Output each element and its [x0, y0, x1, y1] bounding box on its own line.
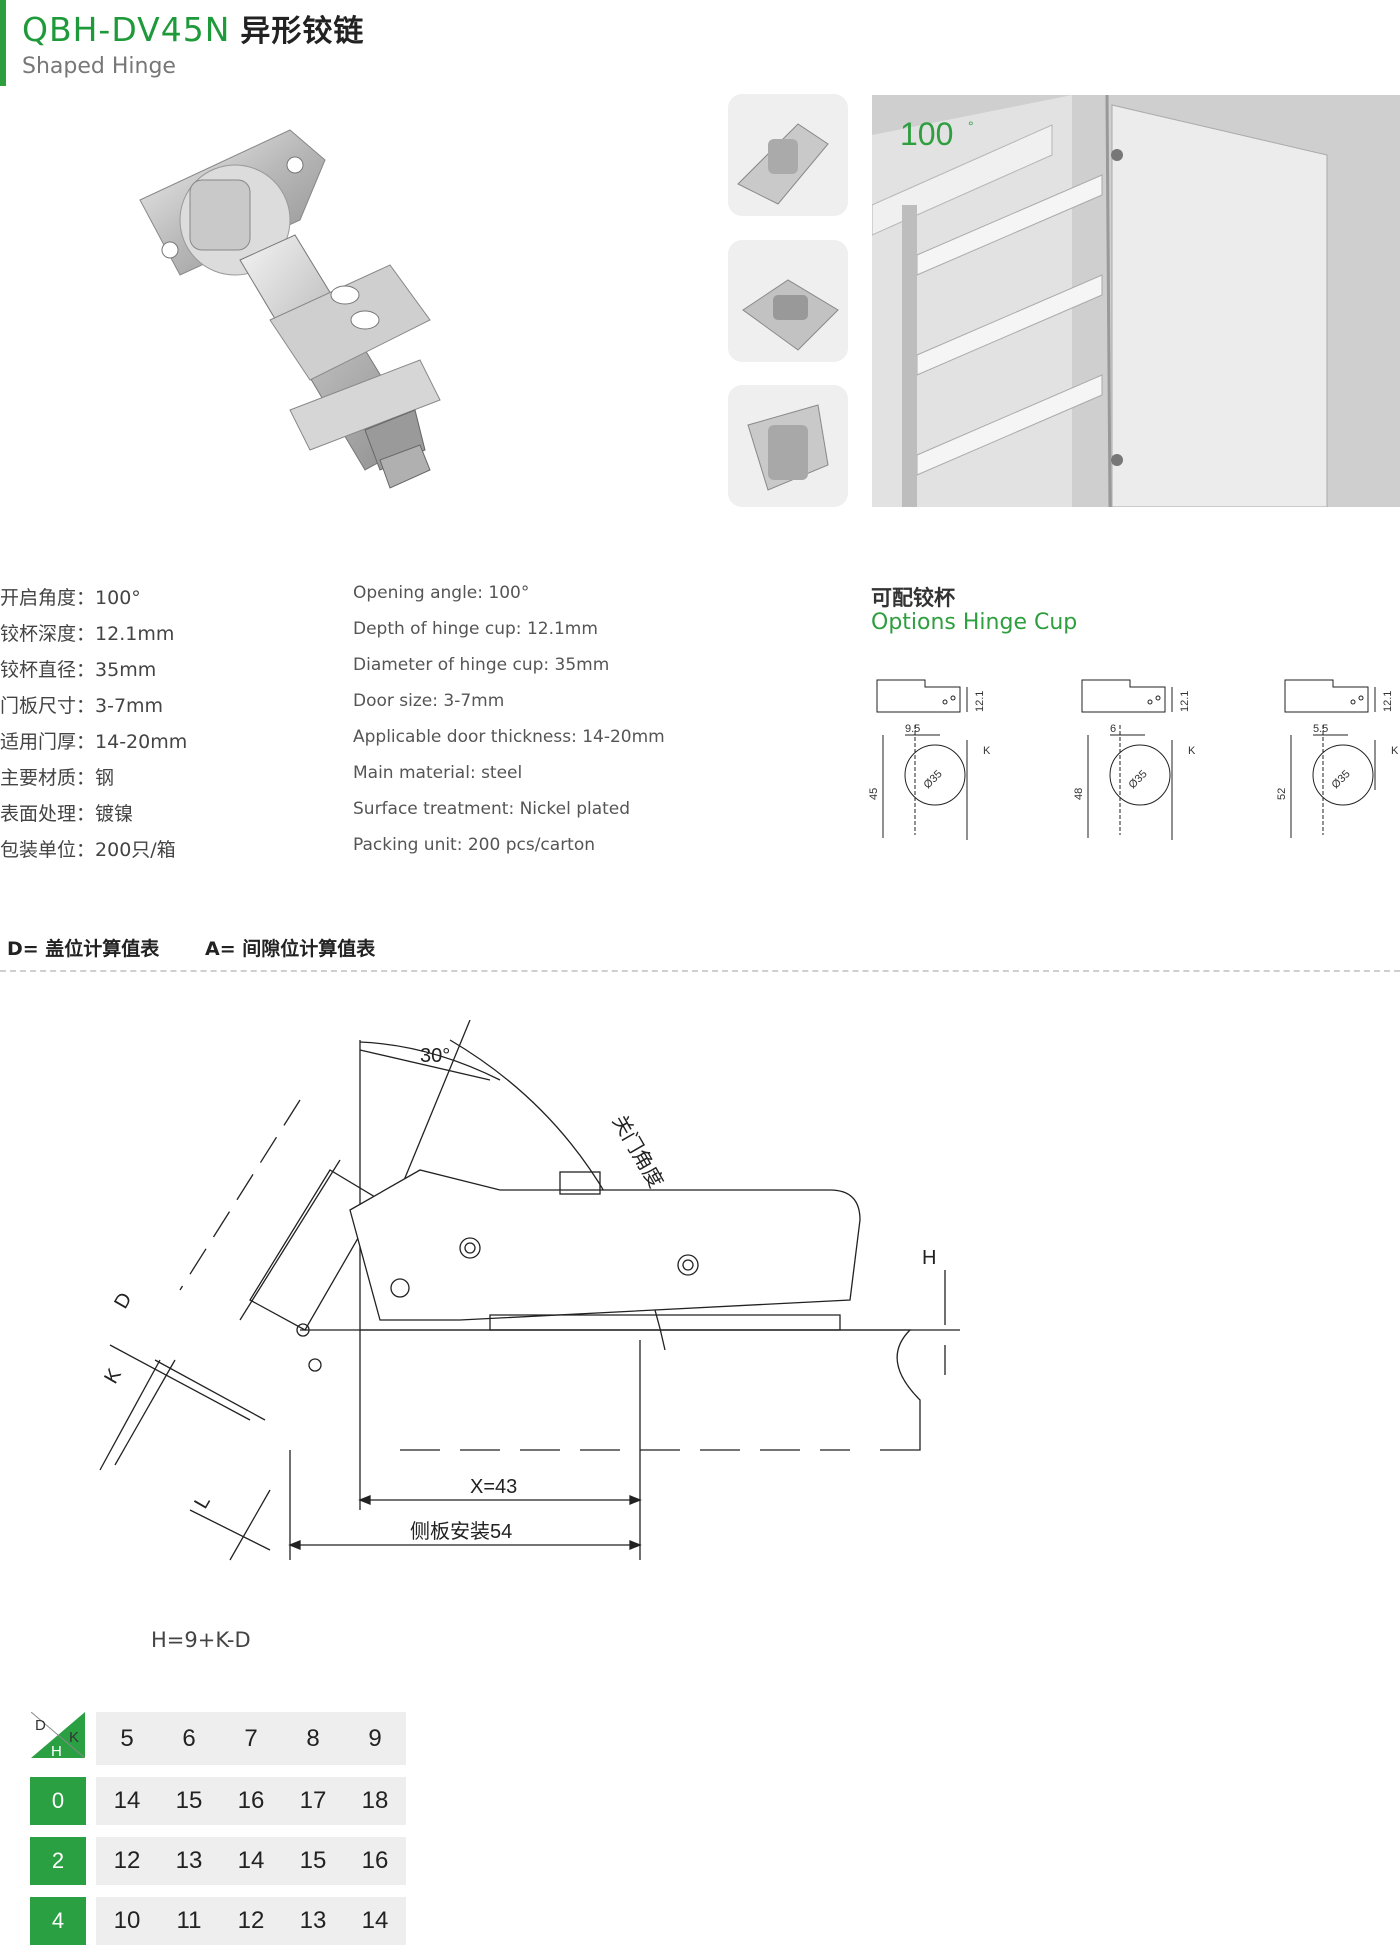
- table-corner-cell: D K H: [30, 1711, 86, 1765]
- table-cell: 14: [96, 1777, 158, 1825]
- opening-angle-overlay: 100: [900, 116, 953, 152]
- drawing-closing-angle-label: 关门角度: [608, 1111, 668, 1192]
- d-row-header: 4: [30, 1897, 86, 1945]
- table-cell: 18: [344, 1777, 406, 1825]
- page-title: QBH-DV45N 异形铰链: [22, 6, 364, 50]
- corner-d-label: D: [35, 1717, 46, 1734]
- cup2-offset-label: 6: [1110, 723, 1116, 735]
- spec-en-6: Surface treatment: Nickel plated: [353, 799, 631, 819]
- d-table-label: D= 盖位计算值表: [7, 938, 160, 960]
- spec-cn-6: 表面处理：镀镍: [0, 803, 134, 825]
- hinge-cup-1: 12.1 9.5 Ø35 45 K: [868, 679, 991, 840]
- cup1-height-label: 45: [868, 788, 880, 800]
- title-accent-bar: [0, 0, 6, 86]
- drawing-l-label: L: [190, 1492, 215, 1513]
- cup3-offset-label: 5.5: [1313, 723, 1328, 735]
- spec-cn-2: 铰杯直径：35mm: [0, 659, 157, 681]
- hinge-thumbnail-1: [728, 94, 848, 216]
- table-cell: 12: [96, 1837, 158, 1885]
- product-name-en: Shaped Hinge: [22, 54, 176, 79]
- table-row: 0 14 15 16 17 18: [30, 1777, 406, 1825]
- hinge-cup-2: 12.1 6 Ø35 48 K: [1073, 679, 1196, 840]
- cup-section-title-en: Options Hinge Cup: [871, 610, 1078, 635]
- cup2-height-label: 48: [1073, 788, 1085, 800]
- cup2-k-label: K: [1188, 745, 1196, 757]
- drawing-side-dimension: 侧板安装54: [410, 1520, 512, 1543]
- hinge-cup-diagrams: 12.1 9.5 Ø35 45 K 12.1 6 Ø35 48 K: [868, 679, 1399, 840]
- k-header-cell: 6: [158, 1712, 220, 1765]
- drawing-d-label: D: [110, 1289, 136, 1313]
- degree-mark: °: [968, 118, 974, 134]
- cup3-k-label: K: [1391, 745, 1399, 757]
- spec-en-5: Main material: steel: [353, 763, 523, 783]
- corner-k-label: K: [69, 1729, 79, 1746]
- spec-cn-1: 铰杯深度：12.1mm: [0, 623, 175, 645]
- k-header-cell: 7: [220, 1712, 282, 1765]
- table-cell: 16: [344, 1837, 406, 1885]
- calc-table: D K H 5 6 7 8 9 0 14 15 16 17 18 2 12 13…: [30, 1700, 406, 1957]
- cup3-diameter-label: Ø35: [1330, 768, 1353, 791]
- spec-en-0: Opening angle: 100°: [353, 583, 530, 603]
- k-header-cell: 5: [96, 1712, 158, 1765]
- cup1-offset-label: 9.5: [905, 723, 920, 735]
- spec-en-2: Diameter of hinge cup: 35mm: [353, 655, 610, 675]
- k-header-cell: 9: [344, 1712, 406, 1765]
- d-row-header: 0: [30, 1777, 86, 1825]
- section-divider: [0, 970, 1400, 972]
- spec-cn-0: 开启角度：100°: [0, 587, 141, 609]
- cup-section-title-cn: 可配铰杯: [871, 586, 955, 610]
- table-cell: 13: [158, 1837, 220, 1885]
- table-row: 4 10 11 12 13 14: [30, 1897, 406, 1945]
- table-header-row: D K H 5 6 7 8 9: [30, 1711, 406, 1765]
- table-cell: 14: [344, 1897, 406, 1945]
- cup1-diameter-label: Ø35: [922, 768, 945, 791]
- hinge-thumbnail-2: [728, 240, 848, 362]
- cup3-depth-label: 12.1: [1382, 691, 1394, 712]
- table-cell: 10: [96, 1897, 158, 1945]
- table-cell: 13: [282, 1897, 344, 1945]
- table-cell: 16: [220, 1777, 282, 1825]
- hinge-product-image: [139, 129, 441, 489]
- hinge-thumbnail-3: [728, 385, 848, 507]
- cup1-depth-label: 12.1: [974, 691, 986, 712]
- drawing-k-label: K: [100, 1364, 126, 1387]
- spec-en-7: Packing unit: 200 pcs/carton: [353, 835, 596, 855]
- cabinet-render: 100 °: [872, 95, 1400, 507]
- spec-en-4: Applicable door thickness: 14-20mm: [353, 727, 665, 747]
- table-cell: 14: [220, 1837, 282, 1885]
- cup2-depth-label: 12.1: [1179, 691, 1191, 712]
- hinge-cup-3: 12.1 5.5 Ø35 52 K: [1276, 679, 1399, 838]
- spec-cn-3: 门板尺寸：3-7mm: [0, 695, 164, 717]
- drawing-angle-label: 30°: [420, 1045, 450, 1067]
- spec-en-1: Depth of hinge cup: 12.1mm: [353, 619, 598, 639]
- drawing-x-dimension: X=43: [470, 1476, 517, 1498]
- spec-cn-7: 包装单位：200只/箱: [0, 839, 176, 861]
- cup1-k-label: K: [983, 745, 991, 757]
- table-row: 2 12 13 14 15 16: [30, 1837, 406, 1885]
- table-cell: 15: [282, 1837, 344, 1885]
- formula-text: H=9+K-D: [151, 1628, 251, 1652]
- corner-h-label: H: [51, 1743, 62, 1758]
- model-number: QBH-DV45N: [22, 10, 231, 49]
- table-cell: 17: [282, 1777, 344, 1825]
- spec-cn-4: 适用门厚：14-20mm: [0, 731, 188, 753]
- d-row-header: 2: [30, 1837, 86, 1885]
- cup2-diameter-label: Ø35: [1127, 768, 1150, 791]
- drawing-h-label: H: [922, 1247, 936, 1269]
- spec-en-3: Door size: 3-7mm: [353, 691, 505, 711]
- a-table-label: A= 间隙位计算值表: [205, 938, 376, 960]
- product-name-cn: 异形铰链: [240, 14, 365, 49]
- table-cell: 11: [158, 1897, 220, 1945]
- installation-drawing: 30° 关门角度 D K L H X=43 侧板安装54: [99, 1020, 960, 1561]
- table-cell: 12: [220, 1897, 282, 1945]
- spec-cn-5: 主要材质：钢: [0, 767, 115, 789]
- k-header-cell: 8: [282, 1712, 344, 1765]
- table-cell: 15: [158, 1777, 220, 1825]
- cup3-height-label: 52: [1276, 788, 1288, 800]
